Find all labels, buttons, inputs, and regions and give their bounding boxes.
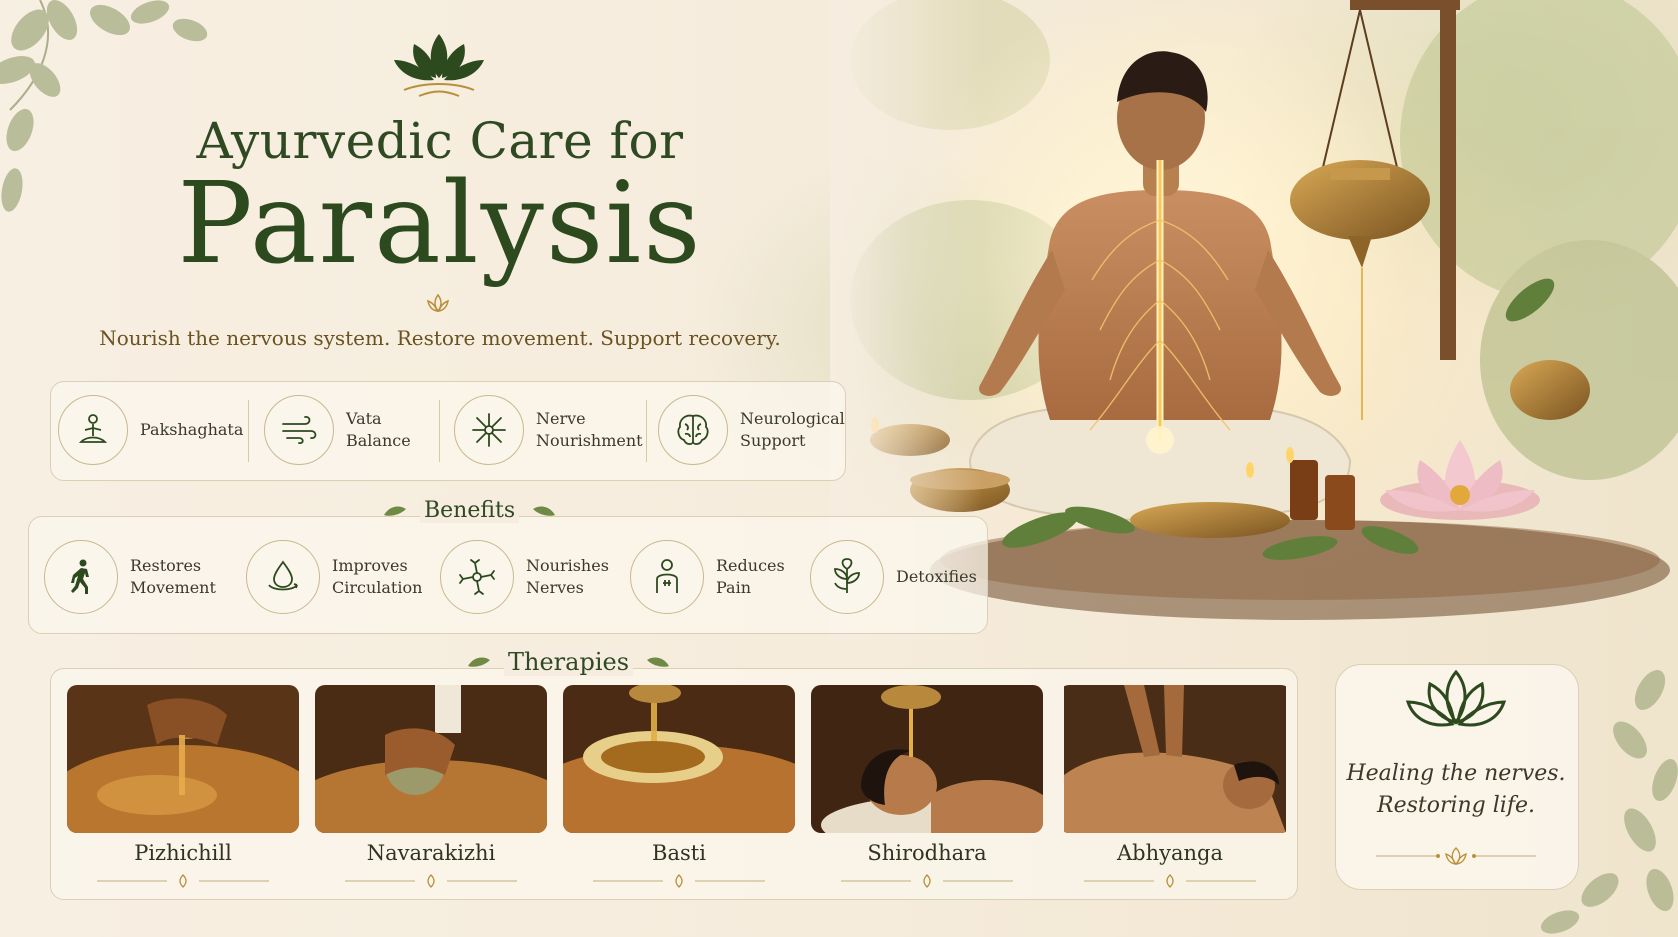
drop-icon xyxy=(246,540,320,614)
quote-panel xyxy=(1335,664,1579,890)
therapies-heading-row: Therapies xyxy=(466,648,671,676)
page-title-top: Ayurvedic Care for xyxy=(196,112,684,170)
sprig-right-icon xyxy=(533,506,556,516)
benefits-heading: Benefits xyxy=(420,498,520,523)
lotus-quote-icon xyxy=(1405,669,1507,727)
benefit-label: Improves Circulation xyxy=(332,556,423,597)
quote-text: Healing the nerves. Restoring life. xyxy=(1346,761,1566,818)
benefit-item-restores-movement: Restores Movement xyxy=(44,540,216,614)
therapy-image-pizhichill xyxy=(67,685,299,833)
tagline: Nourish the nervous system. Restore move… xyxy=(99,326,781,350)
lotus-logo-icon xyxy=(394,34,484,97)
neuron-icon xyxy=(440,540,514,614)
therapy-image-navarakizhi xyxy=(315,685,547,833)
condition-item-pakshaghata: Pakshaghata xyxy=(58,395,243,465)
benefit-item-detoxifies: Detoxifies xyxy=(810,540,977,614)
herb-icon xyxy=(810,540,884,614)
walking-icon xyxy=(44,540,118,614)
brain-icon xyxy=(658,395,728,465)
condition-label: Pakshaghata xyxy=(140,420,244,439)
divider xyxy=(439,400,440,462)
quote-ornament xyxy=(1376,847,1536,865)
condition-label: Vata Balance xyxy=(346,409,411,450)
benefit-item-improves-circulation: Improves Circulation xyxy=(246,540,422,614)
divider xyxy=(248,400,249,462)
benefit-label: Detoxifies xyxy=(896,567,977,586)
condition-item-nerve-nourishment: Nerve Nourishment xyxy=(454,395,643,465)
condition-label: Nerve Nourishment xyxy=(536,409,643,450)
leaves-top-left-decoration xyxy=(0,0,208,212)
therapy-caption: Navarakizhi xyxy=(366,841,496,865)
benefit-label: Reduces Pain xyxy=(716,556,785,597)
caption-ornaments xyxy=(97,874,1256,888)
benefit-label: Nourishes Nerves xyxy=(526,556,609,597)
neuron-icon xyxy=(454,395,524,465)
therapy-caption: Shirodhara xyxy=(867,841,987,865)
condition-label: Neurological Support xyxy=(740,409,845,450)
sprig-right-icon xyxy=(647,657,670,667)
therapy-caption: Abhyanga xyxy=(1116,841,1223,865)
small-lotus-ornament-icon xyxy=(426,293,450,313)
condition-item-neurological-support: Neurological Support xyxy=(658,395,845,465)
sprig-left-icon xyxy=(468,657,490,667)
condition-item-vata-balance: Vata Balance xyxy=(264,395,411,465)
therapy-image-basti xyxy=(563,685,795,833)
meditation-icon xyxy=(58,395,128,465)
therapy-caption: Basti xyxy=(652,841,706,865)
therapy-image-shirodhara xyxy=(811,685,1043,833)
divider xyxy=(646,400,647,462)
body-icon xyxy=(630,540,704,614)
wind-icon xyxy=(264,395,334,465)
page-title: Paralysis xyxy=(177,159,703,289)
therapy-caption: Pizhichill xyxy=(134,841,232,865)
benefit-label: Restores Movement xyxy=(130,556,216,597)
leaves-bottom-right-decoration xyxy=(1540,670,1678,934)
benefits-heading-row: Benefits xyxy=(382,498,557,523)
sprig-left-icon xyxy=(384,506,406,516)
benefit-item-reduces-pain: Reduces Pain xyxy=(630,540,785,614)
benefit-item-nourishes-nerves: Nourishes Nerves xyxy=(440,540,609,614)
therapy-image-abhyanga xyxy=(1064,685,1286,833)
therapies-heading: Therapies xyxy=(504,648,634,676)
